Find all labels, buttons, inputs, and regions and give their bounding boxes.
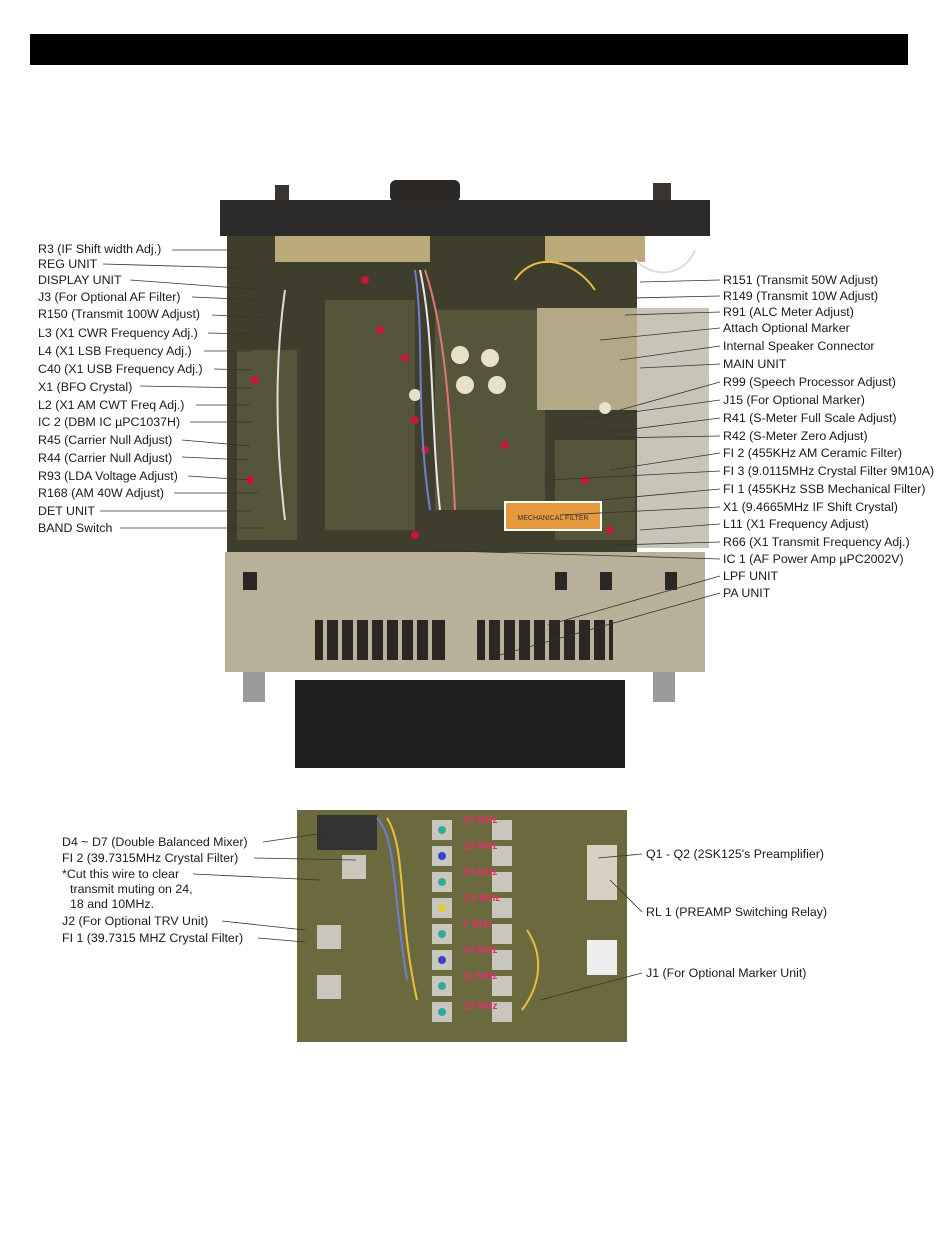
- label-rf-fi1: FI 1 (39.7315 MHZ Crystal Filter): [62, 931, 244, 945]
- label-fi2-am: FI 2 (455KHz AM Ceramic Filter): [723, 446, 903, 460]
- label-r168: R168 (AM 40W Adjust): [38, 486, 165, 500]
- label-cut-wire-1: *Cut this wire to clear: [62, 867, 180, 881]
- label-cut-wire-3: 18 and 10MHz.: [70, 897, 155, 911]
- label-j15: J15 (For Optional Marker): [723, 393, 865, 407]
- label-r150: R150 (Transmit 100W Adjust): [38, 307, 201, 321]
- chassis-photo: MECHANICAL FILTER: [220, 180, 710, 768]
- label-pa-unit: PA UNIT: [723, 586, 771, 600]
- label-r66: R66 (X1 Transmit Frequency Adj.): [723, 535, 910, 549]
- label-speaker-connector: Internal Speaker Connector: [723, 339, 875, 353]
- label-fi1-ssb: FI 1 (455KHz SSB Mechanical Filter): [723, 482, 926, 496]
- label-r93: R93 (LDA Voltage Adjust): [38, 469, 178, 483]
- page-title: [30, 41, 40, 57]
- label-j1: J1 (For Optional Marker Unit): [646, 966, 807, 980]
- label-band-switch: BAND Switch: [38, 521, 113, 535]
- label-ic2: IC 2 (DBM IC µPC1037H): [38, 415, 181, 429]
- band-label: 14 MHz: [463, 945, 498, 956]
- filter-label: MECHANICAL FILTER: [517, 515, 588, 522]
- label-r44: R44 (Carrier Null Adjust): [38, 451, 173, 465]
- label-reg-unit: REG UNIT: [38, 257, 98, 271]
- label-rl1: RL 1 (PREAMP Switching Relay): [646, 905, 828, 919]
- band-label: 18 MHz: [463, 841, 498, 852]
- label-j2: J2 (For Optional TRV Unit): [62, 914, 209, 928]
- label-r151: R151 (Transmit 50W Adjust): [723, 273, 879, 287]
- band-label: 24 MHz: [463, 867, 498, 878]
- label-main-unit: MAIN UNIT: [723, 357, 787, 371]
- rf-board-photo: [297, 810, 627, 1042]
- label-attach-marker: Attach Optional Marker: [723, 321, 850, 335]
- label-q1-q2: Q1 - Q2 (2SK125's Preamplifier): [646, 847, 824, 861]
- label-lpf-unit: LPF UNIT: [723, 569, 779, 583]
- label-r91: R91 (ALC Meter Adjust): [723, 305, 854, 319]
- label-r149: R149 (Transmit 10W Adjust): [723, 289, 879, 303]
- band-label: 28 MHz: [463, 1001, 498, 1012]
- label-r42: R42 (S-Meter Zero Adjust): [723, 429, 868, 443]
- label-det-unit: DET UNIT: [38, 504, 95, 518]
- label-l3: L3 (X1 CWR Frequency Adj.): [38, 326, 198, 340]
- label-l4: L4 (X1 LSB Frequency Adj.): [38, 344, 192, 358]
- label-ic1: IC 1 (AF Power Amp µPC2002V): [723, 552, 904, 566]
- label-cut-wire-2: transmit muting on 24,: [70, 882, 193, 896]
- band-label: 21 MHz: [463, 971, 498, 982]
- label-fi3: FI 3 (9.0115MHz Crystal Filter 9M10A): [723, 464, 935, 478]
- label-c40: C40 (X1 USB Frequency Adj.): [38, 362, 203, 376]
- band-label: 3.5 MHz: [463, 893, 501, 904]
- label-rf-fi2: FI 2 (39.7315MHz Crystal Filter): [62, 851, 239, 865]
- label-j3: J3 (For Optional AF Filter): [38, 290, 181, 304]
- label-display-unit: DISPLAY UNIT: [38, 273, 122, 287]
- title-bar: [30, 34, 908, 65]
- label-x1-bfo: X1 (BFO Crystal): [38, 380, 133, 394]
- label-r45: R45 (Carrier Null Adjust): [38, 433, 173, 447]
- label-l2: L2 (X1 AM CWT Freq Adj.): [38, 398, 185, 412]
- label-r41: R41 (S-Meter Full Scale Adjust): [723, 411, 897, 425]
- label-r3: R3 (IF Shift width Adj.): [38, 242, 162, 256]
- band-label: 10 MHz: [463, 815, 498, 826]
- band-label: 7 MHz: [463, 919, 492, 930]
- label-d4-d7: D4 ~ D7 (Double Balanced Mixer): [62, 835, 248, 849]
- label-r99: R99 (Speech Processor Adjust): [723, 375, 896, 389]
- label-x1-ifshift: X1 (9.4665MHz IF Shift Crystal): [723, 500, 898, 514]
- label-l11: L11 (X1 Frequency Adjust): [723, 517, 869, 531]
